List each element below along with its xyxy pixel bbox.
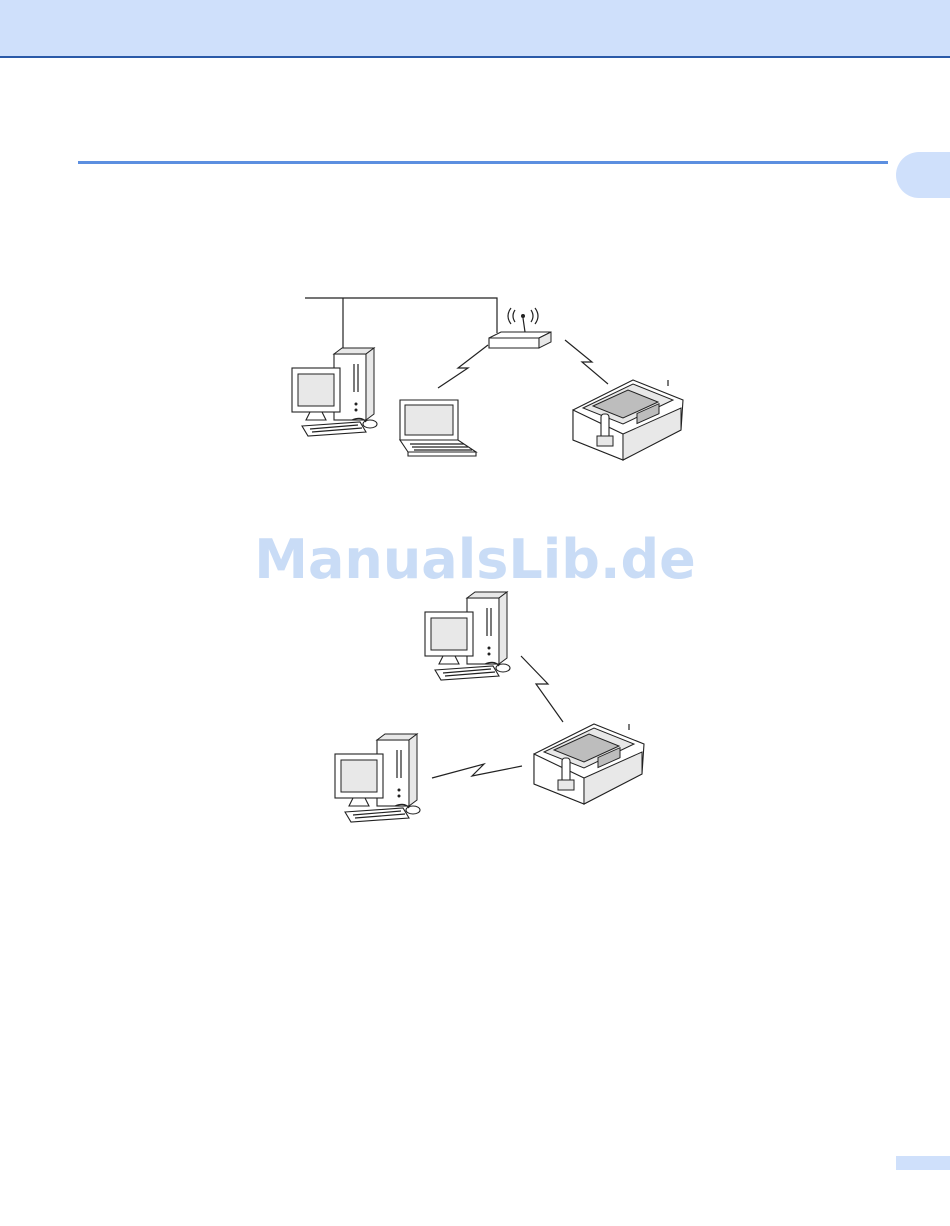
laptop-icon [400, 400, 476, 456]
printer-icon [573, 380, 683, 460]
printer-icon [534, 724, 644, 804]
desktop-computer-icon [425, 592, 510, 680]
wireless-router-icon [489, 308, 551, 348]
infrastructure-diagram [292, 298, 683, 460]
desktop-computer-icon [335, 734, 420, 822]
wireless-signal-icon [438, 345, 488, 388]
adhoc-diagram [335, 592, 644, 822]
wireless-signal-icon [565, 340, 608, 384]
wireless-signal-icon [432, 764, 522, 778]
desktop-computer-icon [292, 348, 377, 436]
wireless-signal-icon [521, 656, 563, 722]
